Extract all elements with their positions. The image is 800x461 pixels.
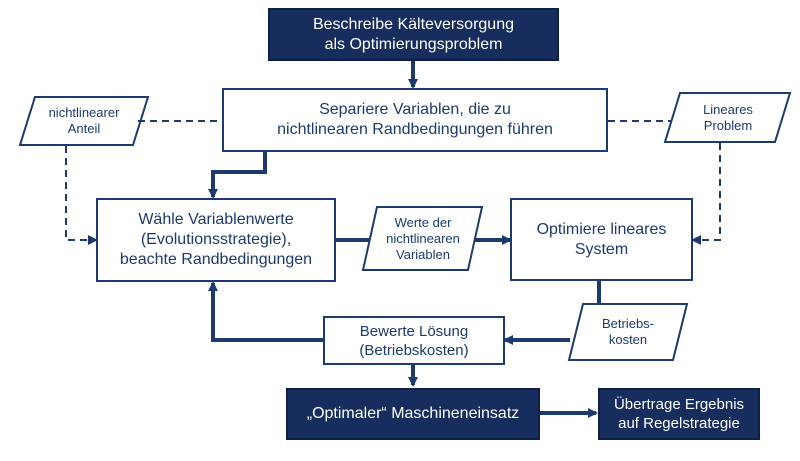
linear-problem-label: Lineares Problem [703,101,753,133]
dashed-linear-to-optimize [691,143,721,245]
separate-variables-box: Separiere Variablen, die zu nichtlineare… [222,88,608,152]
operating-costs-label: Betriebs- kosten [601,316,655,347]
arrow-separate-to-choose [208,152,267,199]
nonlinear-values-label: Werte der nichtlinearen Variablen [386,214,460,262]
nonlinear-part-label: nichtlinearer Anteil [48,105,120,136]
start-box: Beschreibe Kälteversorgung als Optimieru… [268,8,559,61]
linear-problem-shape [663,92,792,143]
dashed-nonlinear-to-choose [65,146,98,245]
transfer-result-box: Übertrage Ergebnis auf Regelstrategie [598,388,760,440]
nonlinear-part-shape [18,96,150,146]
choose-values-box: Wähle Variablenwerte (Evolutionsstrategi… [96,198,336,282]
optimize-linear-box: Optimiere lineares System [510,198,693,281]
evaluate-solution-box: Bewerte Lösung (Betriebskosten) [323,316,505,365]
optimal-machine-use-box: „Optimaler“ Maschineneinsatz [286,388,540,440]
arrow-evaluate-to-choose [208,281,323,342]
nonlinear-values-shape [361,206,484,271]
operating-costs-shape [567,303,689,361]
